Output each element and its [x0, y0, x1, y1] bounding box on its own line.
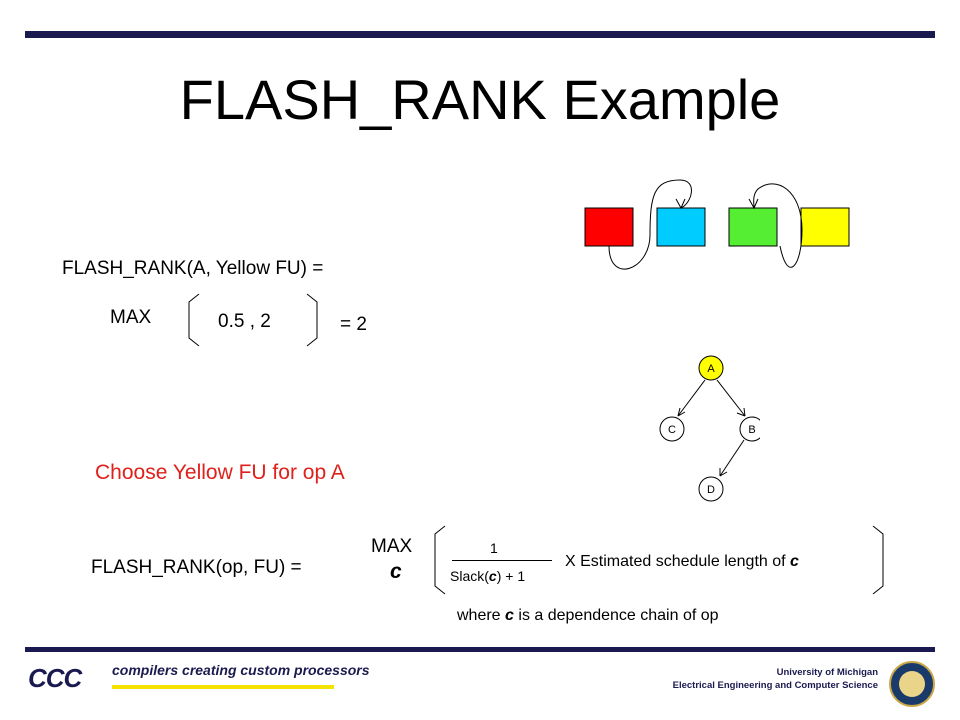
footer-university: University of Michigan — [776, 667, 878, 678]
footer-department: Electrical Engineering and Computer Scie… — [672, 680, 878, 691]
set-braces — [188, 293, 318, 347]
flash-rank-example-lhs: FLASH_RANK(A, Yellow FU) = — [62, 258, 324, 279]
where-var: c — [505, 607, 514, 624]
max-label: MAX — [110, 307, 152, 328]
dag-node-label: D — [707, 484, 715, 496]
slide-title: FLASH_RANK Example — [179, 68, 781, 131]
fu-box-red — [584, 207, 634, 247]
arrow-head-icon — [677, 407, 686, 417]
seal-center — [899, 671, 925, 697]
formula-lhs: FLASH_RANK(op, FU) = — [91, 557, 302, 578]
fraction-numerator: 1 — [490, 540, 498, 556]
denominator-prefix: Slack( — [450, 568, 489, 584]
dag-node-d — [698, 476, 724, 502]
fu-box-green — [728, 207, 778, 247]
dag-node-c — [659, 416, 685, 442]
formula-max-subscript: c — [390, 560, 402, 583]
fraction-denominator: Slack(c) + 1 — [450, 568, 525, 584]
ccc-logo: CCC — [28, 663, 82, 693]
dag-node-label: A — [707, 363, 715, 375]
dag-node-a — [698, 355, 724, 381]
where-suffix: is a dependence chain of op — [513, 607, 719, 624]
fu-link-arc — [608, 179, 692, 270]
left-brace-icon — [188, 293, 200, 347]
tagline-underline — [112, 685, 334, 689]
decision-text: Choose Yellow FU for op A — [95, 461, 345, 484]
footer-tagline: compilers creating custom processors — [112, 662, 370, 678]
arrow-head-icon — [675, 198, 686, 210]
arrow-head-icon — [719, 468, 728, 477]
example-result: = 2 — [340, 314, 367, 335]
fu-box-yellow — [800, 207, 850, 247]
dag-edge-a-c — [677, 379, 706, 417]
arrow-head-icon — [748, 198, 759, 210]
bottom-rule — [25, 647, 935, 652]
where-clause: where c is a dependence chain of op — [457, 606, 719, 626]
fu-box-blue — [656, 207, 706, 247]
where-prefix: where — [457, 607, 506, 624]
left-brace-icon — [434, 525, 446, 595]
footer-affiliation: University of Michigan Electrical Engine… — [560, 666, 878, 692]
fu-link-arc-2 — [753, 183, 803, 268]
schedule-length-term: X Estimated schedule length of c — [565, 552, 799, 572]
denominator-suffix: ) + 1 — [496, 568, 526, 584]
dag-edge-b-d — [719, 439, 745, 477]
candidate-values: 0.5 , 2 — [218, 311, 271, 332]
times-var: c — [790, 553, 799, 570]
formula-braces — [434, 525, 884, 595]
dependence-dag: A C B D — [659, 355, 760, 502]
dag-node-label: B — [748, 424, 755, 436]
times-prefix: X Estimated schedule length of — [565, 553, 791, 570]
right-brace-icon — [872, 525, 884, 595]
denominator-var: c — [488, 568, 497, 584]
fraction-bar — [452, 560, 552, 561]
top-rule — [25, 31, 935, 38]
fu-diagram — [584, 179, 850, 270]
right-brace-icon — [306, 293, 318, 347]
arrow-head-icon — [736, 407, 746, 417]
formula-max-label: MAX — [371, 536, 413, 557]
dag-edge-a-b — [716, 379, 746, 417]
dag-node-label: C — [668, 424, 676, 436]
dag-node-b — [739, 416, 760, 442]
